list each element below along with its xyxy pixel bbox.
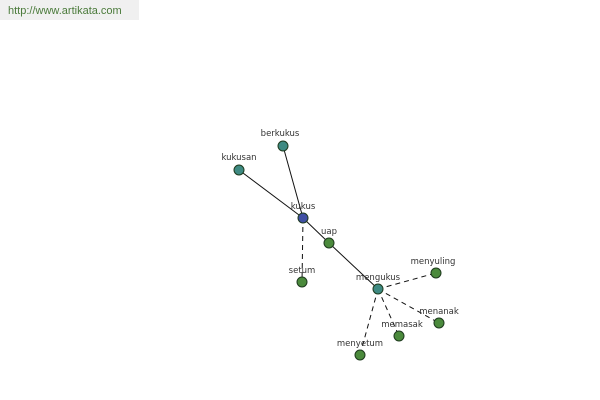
edges-layer [238, 145, 440, 356]
edge-mengukus-menyetum [359, 288, 379, 356]
node-circle-menyetum[interactable] [354, 349, 366, 361]
node-label-kukusan[interactable]: kukusan [221, 153, 256, 163]
node-setum[interactable]: setum [289, 266, 316, 288]
node-circle-menyuling[interactable] [430, 267, 442, 279]
site-url-link[interactable]: http://www.artikata.com [0, 0, 139, 20]
node-label-memasak[interactable]: memasak [381, 320, 423, 330]
node-label-mengukus[interactable]: mengukus [356, 273, 401, 283]
node-mengukus[interactable]: mengukus [356, 273, 401, 295]
node-kukusan[interactable]: kukusan [221, 153, 257, 176]
node-label-menanak[interactable]: menanak [419, 307, 459, 317]
node-label-setum[interactable]: setum [289, 266, 316, 276]
nodes-layer: kukus berkukus kukusan uap setum mengukus meny… [221, 129, 459, 361]
node-circle-mengukus[interactable] [372, 283, 384, 295]
node-circle-berkukus[interactable] [277, 140, 289, 152]
node-circle-uap[interactable] [323, 237, 335, 249]
edge-mengukus-menyuling [377, 272, 437, 290]
edge-mengukus-menanak [377, 288, 440, 324]
node-label-kukus[interactable]: kukus [291, 202, 316, 212]
node-menanak[interactable]: menanak [419, 307, 459, 329]
node-label-menyetum[interactable]: menyetum [337, 339, 383, 349]
edge-kukus-setum [301, 217, 304, 283]
node-menyetum[interactable]: menyetum [337, 339, 383, 361]
node-circle-memasak[interactable] [393, 330, 405, 342]
edge-kukus-uap [302, 217, 330, 244]
node-circle-kukus[interactable] [297, 212, 309, 224]
node-menyuling[interactable]: menyuling [411, 257, 456, 279]
node-label-berkukus[interactable]: berkukus [261, 129, 300, 139]
node-circle-menanak[interactable] [433, 317, 445, 329]
edge-kukus-berkukus [282, 145, 304, 219]
node-uap[interactable]: uap [321, 227, 337, 249]
edge-uap-mengukus [328, 242, 379, 290]
node-berkukus[interactable]: berkukus [261, 129, 300, 152]
node-label-uap[interactable]: uap [321, 227, 337, 237]
edge-kukus-kukusan [238, 169, 304, 219]
node-memasak[interactable]: memasak [381, 320, 423, 342]
node-circle-setum[interactable] [296, 276, 308, 288]
node-label-menyuling[interactable]: menyuling [411, 257, 456, 267]
node-circle-kukusan[interactable] [233, 164, 245, 176]
node-kukus[interactable]: kukus [291, 202, 316, 224]
